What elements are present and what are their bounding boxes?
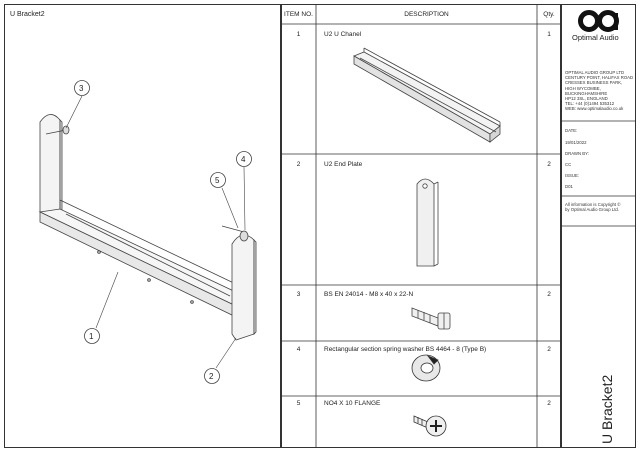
- date-label: DATE:: [565, 128, 578, 133]
- table-row-3-description: BS EN 24014 - M8 x 40 x 22-N: [324, 291, 414, 298]
- callout-3-label: 3: [79, 84, 84, 93]
- issue-label: ISSUE:: [565, 173, 580, 178]
- drawn-by-value: CC: [565, 162, 572, 167]
- table-row-2-qty: 2: [547, 161, 551, 168]
- end-plate-part-image: [416, 178, 439, 267]
- table-row-4-item: 4: [296, 346, 301, 353]
- address-line-4: HIGH WYCOMBE,: [565, 85, 601, 91]
- spring-washer-part-image: [411, 354, 441, 382]
- table-row-5-qty: 2: [547, 400, 551, 407]
- drawing-sheet: U Bracket2 ITEM NO. DESCRIPTION Qty. 1 U…: [4, 4, 636, 448]
- table-row-1-qty: 1: [547, 31, 551, 38]
- table-row-1-description: U2 U Chanel: [324, 31, 362, 38]
- callout-5: [210, 172, 226, 188]
- table-row-3-qty: 2: [547, 291, 551, 298]
- table-row-2-description: U2 End Plate: [324, 161, 363, 168]
- u-bracket-assembly-drawing: [38, 80, 257, 384]
- table-row-5-description: NO4 X 10 FLANGE: [324, 400, 381, 407]
- header-qty: Qty.: [543, 11, 555, 18]
- issue-value: D01: [565, 184, 573, 189]
- address-line-5: BUCKINGHAMSHIRE: [565, 90, 608, 96]
- copyright-notice: All information is Copyright © by Optima…: [565, 202, 620, 212]
- company-name: Optimal Audio: [572, 33, 619, 42]
- table-row-2-item: 2: [296, 161, 301, 168]
- copyright-line-1: All information is Copyright ©: [565, 202, 621, 207]
- address-line-3: CRESSEX BUSINESS PARK,: [565, 80, 623, 86]
- callout-1-label: 1: [89, 332, 94, 341]
- header-item-no: ITEM NO.: [284, 11, 313, 18]
- callout-2: [204, 368, 220, 384]
- callout-1: [84, 328, 100, 344]
- address-line-6: HP12 3SL, ENGLAND: [565, 96, 608, 102]
- callout-5-label: 5: [215, 176, 220, 185]
- copyright-line-2: by Optimal Audio Group Ltd.: [565, 207, 619, 213]
- table-row-3-item: 3: [296, 291, 301, 298]
- callout-4: [236, 151, 252, 167]
- drawing-area-frame: [4, 4, 281, 448]
- date-value: 19/01/2022: [565, 140, 587, 145]
- callout-3: [74, 80, 90, 96]
- drawn-by-label: DRAWN BY:: [565, 151, 589, 156]
- drawing-title: U Bracket2: [10, 11, 45, 18]
- table-row-4-qty: 2: [547, 346, 551, 353]
- flange-screw-part-image: [413, 415, 447, 437]
- address-line-8: WEB: www.optimalaudio.co.uk: [565, 106, 624, 112]
- address-line-7: TEL: +44 (0)1494 535312: [565, 101, 615, 107]
- address-line-2: CENTURY POINT, HALIFAX ROAD: [565, 75, 634, 81]
- table-row-1-item: 1: [296, 31, 301, 38]
- parts-table-frame: [281, 4, 561, 448]
- part-thumbnails: [353, 47, 501, 437]
- company-address: OPTIMAL AUDIO GROUP LTD CENTURY POINT, H…: [565, 70, 633, 112]
- u-channel-part-image: [353, 47, 501, 143]
- table-row-5-item: 5: [296, 400, 301, 407]
- table-grid: [281, 4, 636, 448]
- address-line-1: OPTIMAL AUDIO GROUP LTD: [565, 70, 625, 75]
- bolt-part-image: [411, 307, 451, 330]
- vertical-drawing-title: U Bracket2: [599, 374, 615, 444]
- callout-4-label: 4: [241, 155, 246, 164]
- callout-2-label: 2: [209, 372, 214, 381]
- company-logo: [578, 10, 619, 32]
- table-row-4-description: Rectangular section spring washer BS 446…: [324, 346, 487, 353]
- header-description: DESCRIPTION: [404, 11, 449, 18]
- callout-circles: [74, 80, 252, 384]
